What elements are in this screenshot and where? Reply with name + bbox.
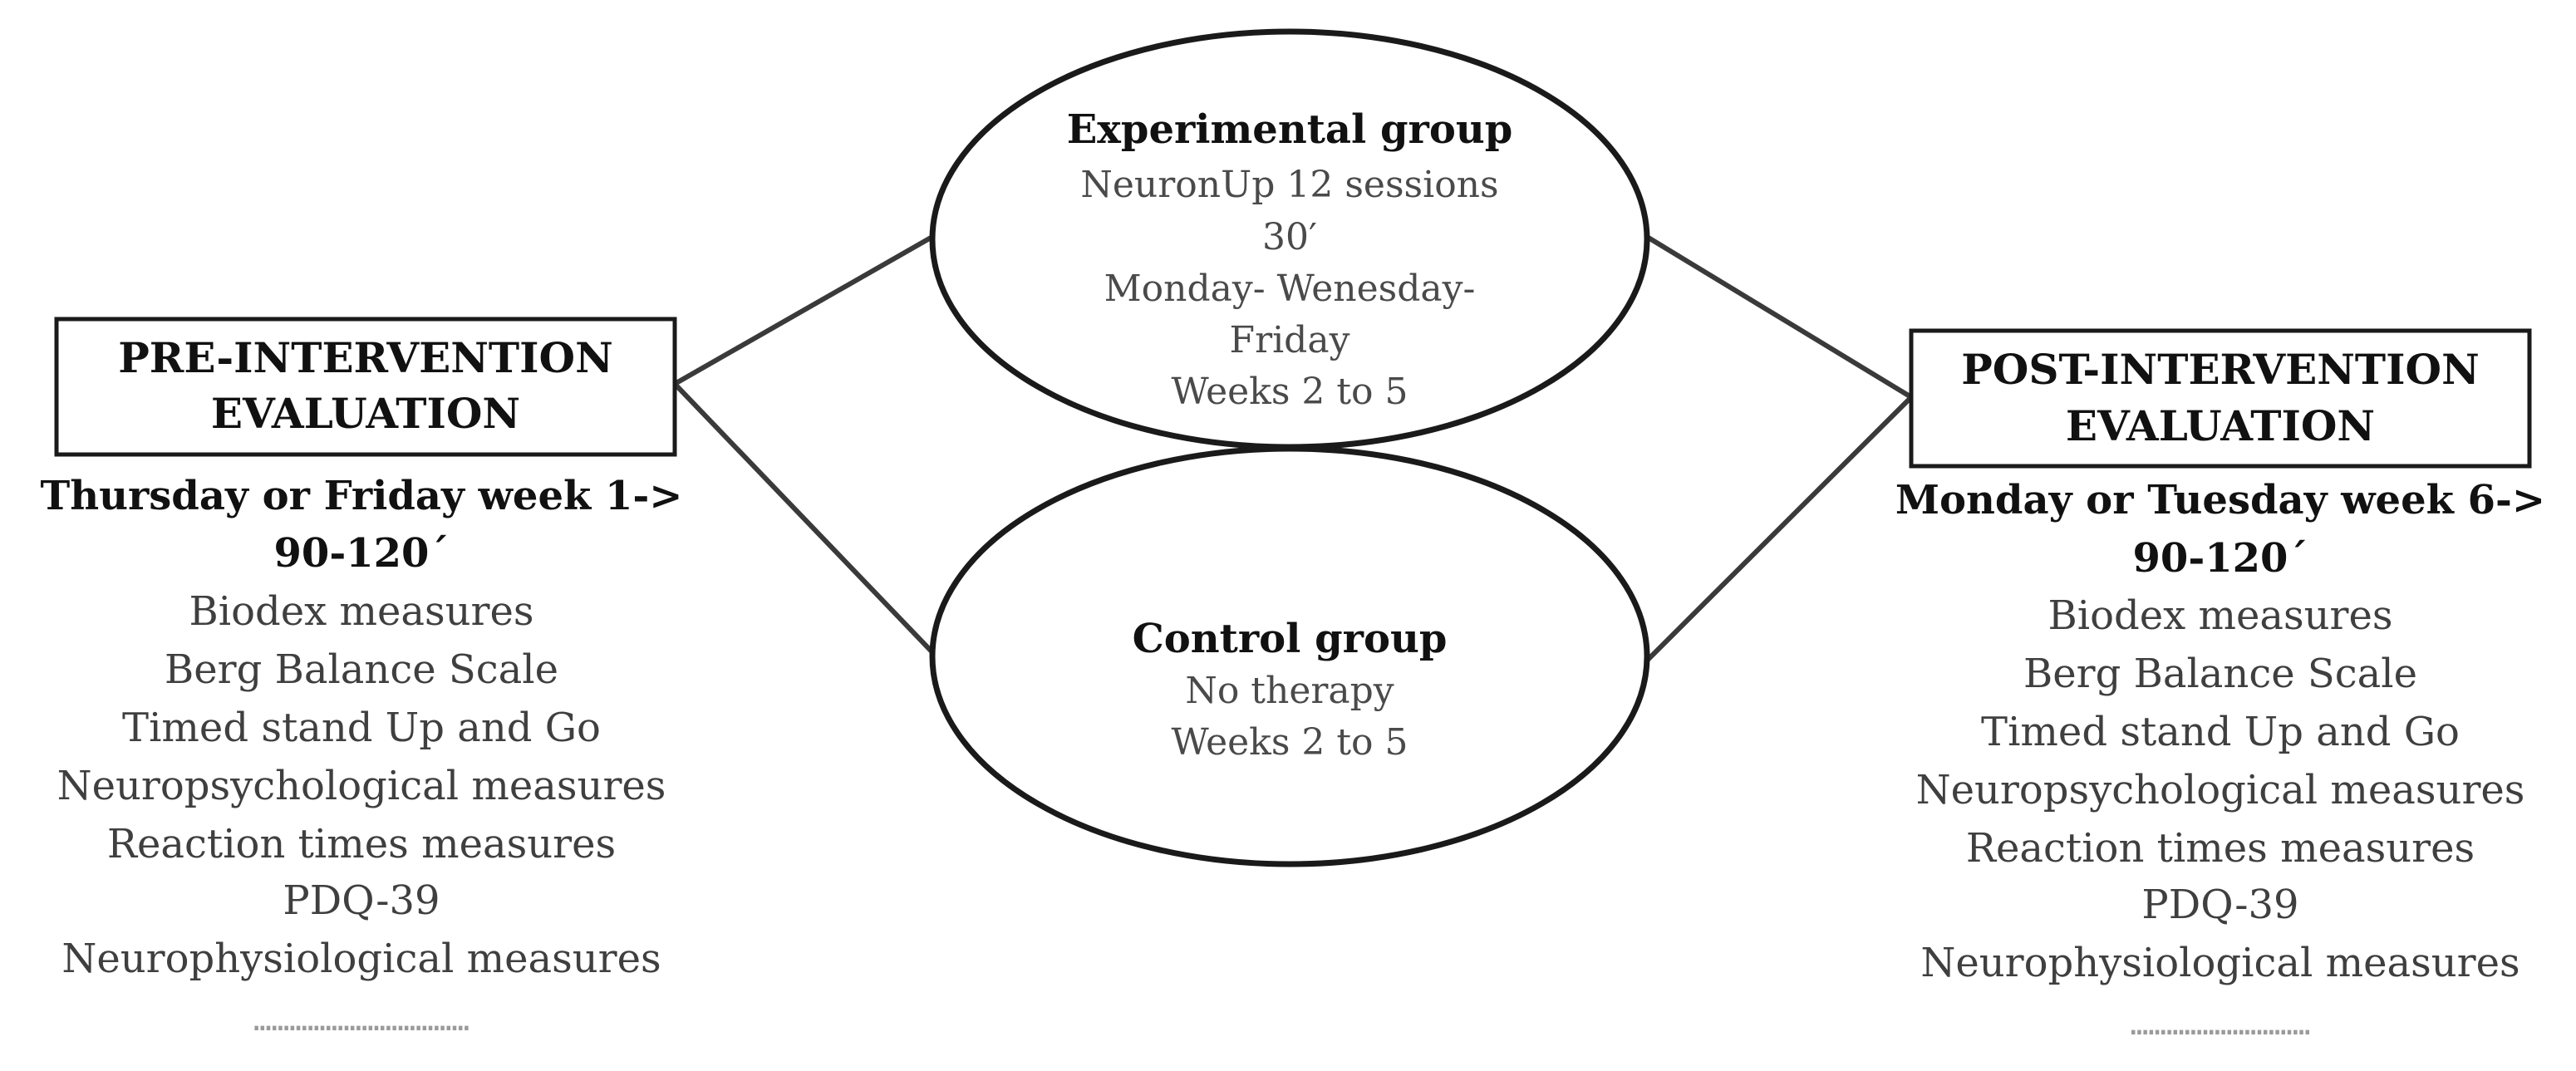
post-measure: Reaction times measures	[1966, 825, 2475, 872]
post-intervention-details: Monday or Tuesday week 6-> 90-120´ Biode…	[1895, 477, 2545, 1042]
control-group-line: No therapy	[1185, 670, 1394, 712]
pre-measure: Neurophysiological measures	[61, 936, 661, 982]
post-measure: Neurophysiological measures	[1920, 940, 2519, 986]
pre-intervention-node: PRE-INTERVENTION EVALUATION	[54, 317, 677, 457]
post-measure: Berg Balance Scale	[2023, 651, 2417, 697]
experimental-group-line: Weeks 2 to 5	[1171, 371, 1408, 413]
control-group-title: Control group	[1133, 616, 1448, 662]
post-measure: PDQ-39	[2141, 882, 2298, 928]
pre-measure: Neuropsychological measures	[57, 763, 666, 809]
post-intervention-title-line-1: POST-INTERVENTION	[1961, 345, 2480, 394]
post-continuation-dots: …………………………	[2131, 1008, 2311, 1042]
post-measure: Neuropsychological measures	[1916, 767, 2525, 813]
pre-measure: Timed stand Up and Go	[122, 705, 601, 751]
control-group-node: Control group No therapy Weeks 2 to 5	[929, 445, 1650, 867]
pre-measure: Reaction times measures	[107, 821, 616, 867]
pre-intervention-box	[54, 317, 677, 457]
connector-pre-to-experimental	[673, 234, 934, 386]
post-intervention-title-line-2: EVALUATION	[2066, 401, 2375, 450]
experimental-group-line: 30′	[1262, 216, 1317, 258]
experimental-group-title: Experimental group	[1067, 106, 1513, 153]
experimental-group-node: Experimental group NeuronUp 12 sessions …	[929, 28, 1650, 450]
pre-intervention-details: Thursday or Friday week 1-> 90-120´ Biod…	[40, 473, 682, 1038]
pre-measure: Biodex measures	[189, 588, 533, 635]
pre-measure: PDQ-39	[283, 877, 440, 924]
pre-intervention-title-line-1: PRE-INTERVENTION	[118, 333, 613, 382]
experimental-group-line: Friday	[1230, 319, 1350, 361]
pre-measure: Berg Balance Scale	[165, 646, 558, 693]
control-group-ellipse	[929, 445, 1650, 867]
post-measure: Biodex measures	[2048, 592, 2392, 639]
pre-intervention-title-line-2: EVALUATION	[211, 389, 520, 438]
pre-schedule-line-2: 90-120´	[274, 530, 450, 577]
experimental-group-line: NeuronUp 12 sessions	[1080, 164, 1498, 206]
pre-schedule-line-1: Thursday or Friday week 1->	[40, 473, 682, 519]
connector-control-to-post	[1644, 395, 1914, 663]
connector-experimental-to-post	[1645, 234, 1913, 400]
control-group-line: Weeks 2 to 5	[1171, 721, 1408, 764]
experimental-group-line: Monday- Wenesday-	[1104, 268, 1476, 310]
pre-continuation-dots: ………………………………	[253, 1004, 469, 1038]
post-intervention-node: POST-INTERVENTION EVALUATION	[1909, 328, 2532, 469]
connector-pre-to-control	[672, 381, 935, 655]
post-measure: Timed stand Up and Go	[1981, 709, 2460, 755]
post-schedule-line-2: 90-120´	[2133, 535, 2308, 582]
post-intervention-box	[1909, 328, 2532, 469]
post-schedule-line-1: Monday or Tuesday week 6->	[1895, 477, 2545, 523]
